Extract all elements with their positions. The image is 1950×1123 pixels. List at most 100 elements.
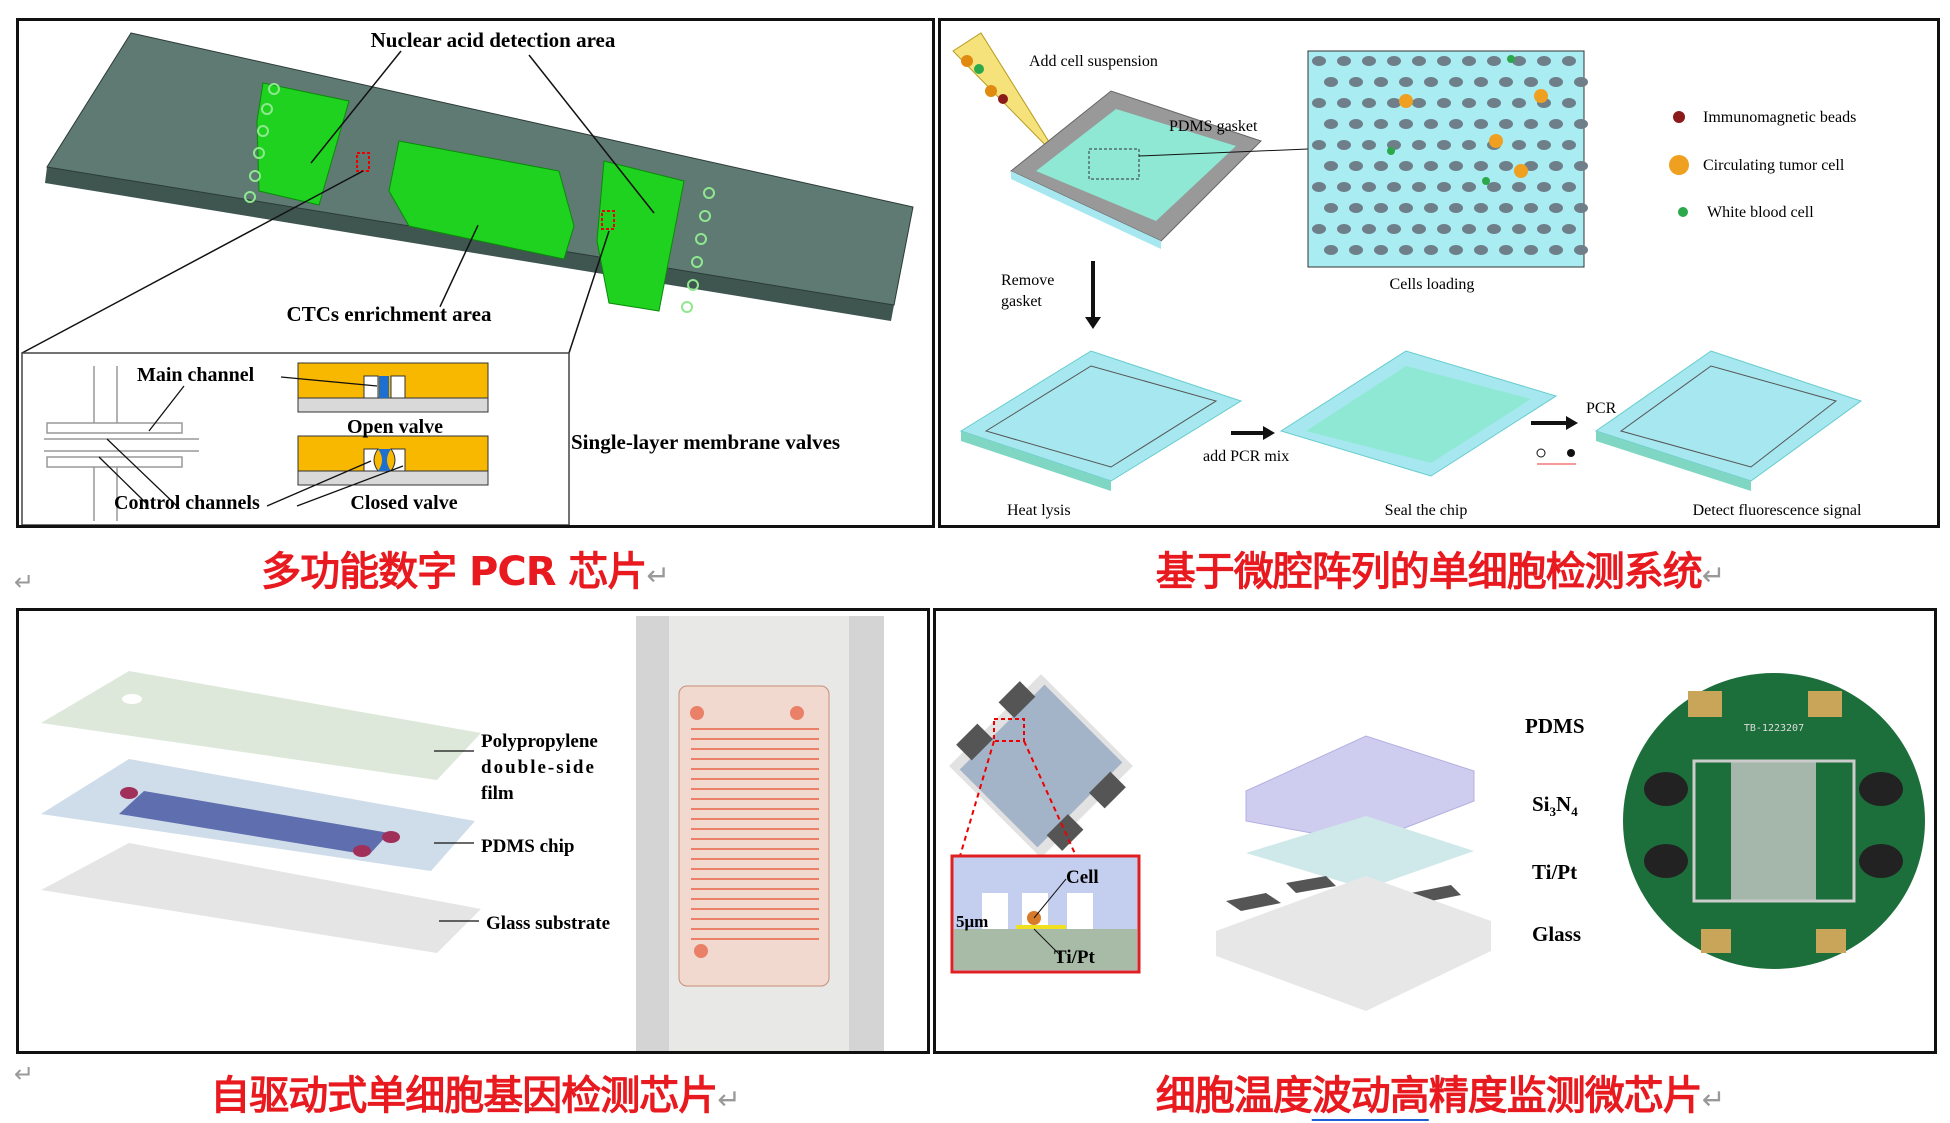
microwell	[1362, 98, 1376, 108]
add-cell-label: Add cell suspension	[1029, 53, 1158, 70]
microwell	[1399, 119, 1413, 129]
microwell	[1324, 77, 1338, 87]
microwell	[1512, 182, 1526, 192]
caption-self-driven: 自驱动式单细胞基因检测芯片↵	[210, 1063, 740, 1121]
microwell	[1424, 77, 1438, 87]
microwell	[1512, 140, 1526, 150]
legend-bead-icon	[1673, 111, 1685, 123]
exploded-layers	[1216, 735, 1491, 1011]
pdms-gasket-label: PDMS gasket	[1169, 118, 1258, 135]
microwell	[1437, 98, 1451, 108]
return-mark-icon: ↵	[1701, 1083, 1725, 1116]
microwell	[1349, 203, 1363, 213]
microwell	[1437, 182, 1451, 192]
channel-cross-diagram	[44, 366, 199, 521]
microwell	[1412, 98, 1426, 108]
microwell	[1424, 119, 1438, 129]
microwell	[1562, 182, 1576, 192]
control-channels-label: Control channels	[114, 492, 260, 514]
microwell	[1374, 245, 1388, 255]
microwell	[1324, 119, 1338, 129]
microwell	[1387, 224, 1401, 234]
microwell	[1524, 203, 1538, 213]
caption-temperature: 细胞温度波动高精度监测微芯片↵	[1155, 1063, 1725, 1121]
glass-layer-label: Glass	[1532, 922, 1581, 946]
microwell	[1449, 119, 1463, 129]
microwell	[1549, 203, 1563, 213]
inlet-ports	[244, 83, 715, 313]
microwell	[1549, 245, 1563, 255]
film-label-3: film	[481, 783, 514, 804]
microwell	[1487, 224, 1501, 234]
microwell	[1399, 77, 1413, 87]
microwell	[1462, 140, 1476, 150]
return-mark-icon: ↵	[1701, 559, 1725, 592]
down-arrow-icon	[1085, 261, 1101, 329]
pcb-photo: TB-1223207	[1623, 673, 1925, 969]
microwell	[1449, 77, 1463, 87]
film-label-2: double-side	[481, 757, 596, 778]
return-mark-icon: ↵	[717, 1083, 740, 1116]
pcr-label: PCR	[1586, 400, 1617, 417]
chip-photo	[636, 616, 884, 1051]
open-valve-label: Open valve	[347, 416, 443, 438]
caption-text: 基于微腔阵列的单细胞检测系统	[1155, 549, 1703, 595]
caption-digital-pcr: 多功能数字 PCR 芯片↵	[261, 539, 670, 597]
microwell	[1549, 119, 1563, 129]
microwell	[1449, 203, 1463, 213]
caption-text-underlined: 波动高	[1311, 1073, 1430, 1121]
caption-text: 精度监测微芯片	[1428, 1073, 1703, 1119]
leader-lines	[21, 50, 655, 354]
heat-lysis-label: Heat lysis	[1007, 502, 1071, 519]
probe-icon	[1536, 448, 1576, 465]
pipette-cells	[961, 55, 1008, 104]
figure-panel-digital-pcr: Nuclear acid detection area CTCs enrichm…	[16, 18, 935, 528]
ctc-enrichment-label: CTCs enrichment area	[287, 302, 492, 326]
microwell	[1312, 224, 1326, 234]
microwell	[1537, 56, 1551, 66]
cell-label: Cell	[1066, 867, 1099, 888]
microwell	[1374, 203, 1388, 213]
add-pcr-mix-label: add PCR mix	[1203, 448, 1289, 465]
microwell	[1412, 182, 1426, 192]
microwell	[1499, 203, 1513, 213]
self-driven-chip-illustration: Polypropylene double-side film PDMS chip…	[41, 616, 884, 1051]
microwell	[1312, 182, 1326, 192]
remove-gasket-label-2: gasket	[1001, 293, 1042, 310]
microwell	[1324, 203, 1338, 213]
microwell	[1512, 224, 1526, 234]
valve-marker-right	[601, 210, 615, 230]
legend-wbc-icon	[1678, 207, 1688, 217]
microwell	[1362, 182, 1376, 192]
microwell	[1487, 182, 1501, 192]
inset-tipt-label: Ti/Pt	[1054, 947, 1095, 968]
microwell	[1324, 245, 1338, 255]
dashed-zoom-region	[1088, 148, 1140, 180]
microwell	[1337, 98, 1351, 108]
closed-valve-label: Closed valve	[350, 492, 457, 514]
caption-text: 细胞温度	[1155, 1073, 1313, 1119]
channel-pattern	[119, 791, 389, 855]
microwell	[1349, 245, 1363, 255]
microwell	[1499, 77, 1513, 87]
microwell	[1549, 161, 1563, 171]
microwell	[1562, 98, 1576, 108]
microwell	[1462, 224, 1476, 234]
microwell	[1412, 224, 1426, 234]
microwell	[1574, 119, 1588, 129]
microwell	[1462, 56, 1476, 66]
gasket-chip	[1010, 90, 1262, 249]
microwell	[1424, 203, 1438, 213]
legend-ctc-label: Circulating tumor cell	[1703, 157, 1845, 174]
microwell	[1437, 224, 1451, 234]
microwell	[1437, 56, 1451, 66]
microwell	[1324, 161, 1338, 171]
legend-bead-label: Immunomagnetic beads	[1703, 109, 1856, 126]
microwell	[1374, 119, 1388, 129]
microwell	[1349, 161, 1363, 171]
cross-section-inset	[950, 854, 1141, 974]
microwell	[1474, 203, 1488, 213]
caption-microwell: 基于微腔阵列的单细胞检测系统↵	[1155, 539, 1725, 597]
enrichment-area	[388, 140, 575, 260]
microwell	[1399, 161, 1413, 171]
